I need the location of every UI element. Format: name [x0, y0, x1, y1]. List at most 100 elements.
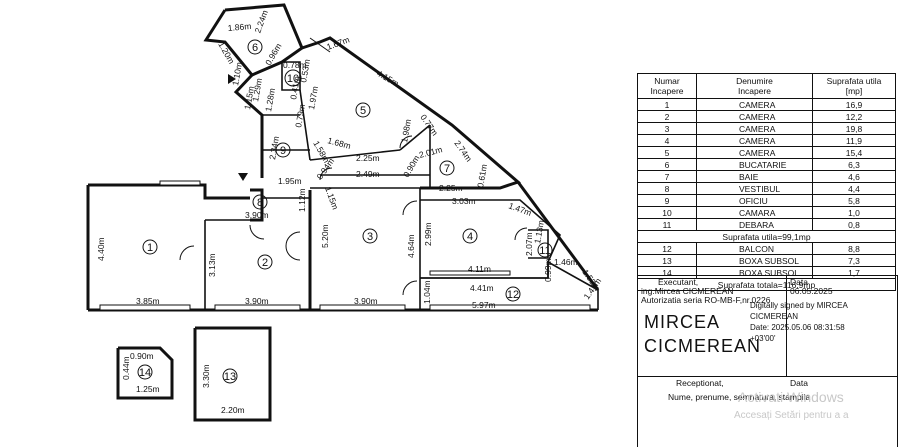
- windows: [99, 5, 591, 311]
- grand-total-row: Suprafata totala=116,9mp: [637, 278, 896, 291]
- room-number: 3: [367, 231, 373, 243]
- receptionat-label: Receptionat,: [676, 378, 724, 388]
- dimension: 0.79m: [293, 103, 307, 128]
- walls: [86, 3, 600, 312]
- dimension: 2.25m: [439, 183, 463, 193]
- dimension: 0.61m: [475, 163, 489, 188]
- dimension: 1.41m: [581, 276, 603, 301]
- watermark-title: Activati Windows: [738, 389, 844, 405]
- storage-walls: [116, 326, 272, 422]
- cell: DEBARA: [696, 218, 813, 231]
- header-room-name: Denumire Incapere: [696, 73, 813, 99]
- room-number: 14: [139, 367, 151, 379]
- useful-total: Suprafata utila=99,1mp: [637, 230, 896, 243]
- dimension: 1.29m: [250, 77, 264, 102]
- authorization-number: Autorizatia seria RO-MB-F,nr.0226: [641, 295, 771, 305]
- cell: 12,2: [812, 110, 896, 123]
- cell: 4,6: [812, 170, 896, 183]
- room-area-table: Numar Incapere Denumire Incapere Suprafa…: [637, 73, 896, 291]
- useful-total-row: Suprafata utila=99,1mp: [637, 230, 896, 243]
- dimension: 3.03m: [452, 196, 476, 206]
- cell: 7,3: [812, 254, 896, 267]
- signature-first-name: MIRCEA: [644, 312, 721, 332]
- executant-name: ing.Mircea CICMEREAN: [641, 286, 734, 296]
- cell: BAIE: [696, 170, 813, 183]
- dimension: 3.90m: [245, 210, 269, 220]
- dimension: 1.15m: [323, 185, 340, 211]
- cell: 5: [637, 146, 697, 159]
- dimension: 1.46m: [554, 257, 578, 267]
- cell: 19,8: [812, 122, 896, 135]
- cell: 8: [637, 182, 697, 195]
- cell: CAMARA: [696, 206, 813, 219]
- dimension: 1.25m: [136, 384, 160, 394]
- dimension-labels: 1.86m 2.24m 1.20m 0.96m 1.10m 0.78m 0.53…: [96, 9, 603, 415]
- dimension: 1.10m: [230, 61, 244, 86]
- dimension: 4.11m: [468, 264, 491, 274]
- cell: BOXA SUBSOL: [696, 254, 813, 267]
- dimension: 1.86m: [227, 21, 251, 33]
- signature-fields-label: Nume, prenume, semnatura, stampila: [668, 392, 811, 402]
- dimension: 3.90m: [354, 296, 378, 306]
- cell: 7: [637, 170, 697, 183]
- dimension: 2.24m: [252, 9, 269, 35]
- cell: 2: [637, 110, 697, 123]
- room-number: 10: [287, 73, 299, 85]
- cell: 4: [637, 134, 697, 147]
- header-useful-area: Suprafata utila [mp]: [812, 73, 896, 99]
- cell: OFICIU: [696, 194, 813, 207]
- dimension: 1.68m: [326, 135, 351, 151]
- header-room-number: Numar Incapere: [637, 73, 697, 99]
- dimension: 1.15m: [242, 85, 256, 110]
- dimension: 0.41m: [288, 75, 302, 100]
- dimension: 1.04m: [422, 280, 432, 304]
- dimension: 3.30m: [201, 364, 211, 388]
- dimension: 2.25m: [356, 153, 380, 163]
- entrance-arrow-icon: [228, 74, 248, 181]
- doors: [179, 135, 528, 296]
- room-number: 4: [467, 231, 473, 243]
- dimension: 4.41m: [470, 283, 494, 293]
- dimension: 1.12m: [297, 188, 307, 212]
- dimension: 5.20m: [320, 224, 330, 248]
- cell: CAMERA: [696, 134, 813, 147]
- signature-block: Executant, ing.Mircea CICMEREAN Autoriza…: [637, 275, 898, 447]
- room-number: 11: [539, 245, 550, 257]
- cell: 16,9: [812, 98, 896, 111]
- cell: 4,4: [812, 182, 896, 195]
- cell: 1: [637, 98, 697, 111]
- dimension: 4.40m: [96, 237, 106, 261]
- date-label-2: Data: [790, 378, 808, 388]
- cell: CAMERA: [696, 122, 813, 135]
- grand-total: Suprafata totala=116,9mp: [637, 278, 896, 291]
- date-label: Data: [790, 277, 808, 287]
- room-numbers: 1 2 3 4 5 6 7 8 9 10 11 12 13 14: [139, 42, 551, 383]
- room-number: 2: [262, 257, 268, 269]
- cell: CAMERA: [696, 110, 813, 123]
- dimension: 1.13m: [532, 219, 546, 244]
- room-circles: [137, 39, 553, 384]
- cell: 6: [637, 158, 697, 171]
- cell: BALCON: [696, 242, 813, 255]
- dimension: 1.47m: [507, 200, 533, 217]
- room-number: 7: [444, 163, 450, 175]
- cell: 8,8: [812, 242, 896, 255]
- cell: 3: [637, 122, 697, 135]
- cell: 1,0: [812, 206, 896, 219]
- dimension: 3.90m: [245, 296, 269, 306]
- room-number: 6: [252, 42, 258, 54]
- dimension: 0.99m: [543, 258, 553, 282]
